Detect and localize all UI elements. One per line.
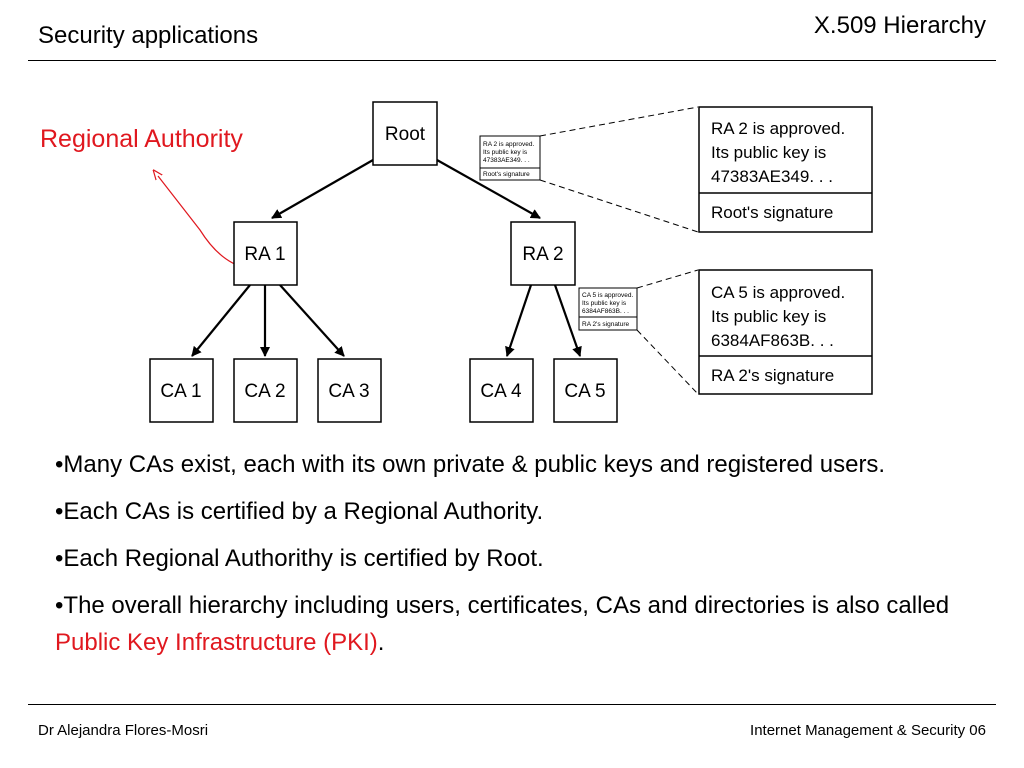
svg-text:RA 2's signature: RA 2's signature	[711, 366, 834, 385]
svg-text:6384AF863B. . .: 6384AF863B. . .	[711, 331, 834, 350]
edge-ra2-ca5	[553, 284, 582, 357]
svg-text:RA 2: RA 2	[522, 244, 563, 265]
svg-text:RA 2 is approved.: RA 2 is approved.	[711, 119, 845, 138]
certificate-ca5: CA 5 is approved. Its public key is 6384…	[698, 269, 873, 395]
bullet-list: •Many CAs exist, each with its own priva…	[55, 446, 965, 671]
svg-text:Root: Root	[385, 124, 426, 145]
bullet-item: •Each Regional Authorithy is certified b…	[55, 540, 965, 577]
node-ca2: CA 2	[233, 358, 298, 423]
edge-ra2-ca4	[505, 284, 533, 357]
svg-text:Root's signature: Root's signature	[483, 171, 530, 178]
svg-text:RA 2's signature: RA 2's signature	[582, 321, 630, 328]
node-ra2: RA 2	[510, 221, 576, 286]
node-ca5: CA 5	[553, 358, 618, 423]
svg-text:Its public key is: Its public key is	[711, 307, 826, 326]
node-ra1: RA 1	[233, 221, 298, 286]
certificate-ra2: RA 2 is approved. Its public key is 4738…	[698, 106, 873, 233]
footer-author: Dr Alejandra Flores-Mosri	[38, 722, 209, 739]
svg-text:CA 1: CA 1	[160, 381, 201, 402]
svg-text:Root's signature: Root's signature	[711, 203, 833, 222]
svg-text:RA 1: RA 1	[244, 244, 285, 265]
svg-text:47383AE349. . .: 47383AE349. . .	[483, 157, 530, 164]
bullet-item: •Each CAs is certified by a Regional Aut…	[55, 493, 965, 530]
footer-divider	[28, 704, 996, 705]
svg-text:6384AF863B. . .: 6384AF863B. . .	[582, 308, 629, 315]
node-ca3: CA 3	[317, 358, 382, 423]
bullet-tail: .	[377, 629, 385, 656]
svg-text:CA 3: CA 3	[328, 381, 369, 402]
bullet-text: •Many CAs exist, each with its own priva…	[55, 451, 886, 478]
footer-course: Internet Management & Security 06	[750, 722, 986, 739]
bullet-text: •Each Regional Authorithy is certified b…	[55, 545, 544, 572]
node-ca1: CA 1	[149, 358, 214, 423]
bullet-item: •Many CAs exist, each with its own priva…	[55, 446, 965, 483]
x509-hierarchy-diagram: Root RA 1 RA 2 CA 1 CA 2 CA 3 CA 4 CA 5 …	[149, 101, 873, 423]
svg-text:CA 5 is approved.: CA 5 is approved.	[582, 292, 634, 299]
svg-text:CA 5: CA 5	[564, 381, 605, 402]
svg-text:CA 4: CA 4	[480, 381, 522, 402]
svg-text:Its public key is: Its public key is	[483, 149, 528, 156]
edge-root-ra2	[436, 159, 541, 219]
edge-ra1-ca1	[191, 284, 251, 357]
regional-authority-annotation: Regional Authority	[40, 125, 243, 153]
slide-title: X.509 Hierarchy	[813, 12, 986, 39]
annotation-pointer-arrow	[158, 176, 247, 269]
mini-certificate-ra2: RA 2 is approved. Its public key is 4738…	[479, 135, 541, 181]
node-ca4: CA 4	[469, 358, 534, 423]
pki-highlight: Public Key Infrastructure (PKI)	[55, 629, 378, 656]
edge-root-ra1	[271, 159, 374, 219]
certificate-zoom-lines	[539, 106, 699, 395]
bullet-item: •The overall hierarchy including users, …	[55, 587, 965, 661]
svg-text:RA 2 is approved.: RA 2 is approved.	[483, 141, 535, 148]
svg-text:CA 5 is approved.: CA 5 is approved.	[711, 283, 845, 302]
hierarchy-edges	[191, 159, 582, 357]
header-divider	[28, 60, 996, 61]
mini-certificate-ca5: CA 5 is approved. Its public key is 6384…	[578, 287, 638, 331]
bullet-text: •Each CAs is certified by a Regional Aut…	[55, 498, 544, 525]
edge-ra1-ca3	[279, 284, 345, 357]
section-title: Security applications	[38, 22, 259, 49]
svg-text:Its public key is: Its public key is	[582, 300, 627, 307]
svg-text:47383AE349. . .: 47383AE349. . .	[711, 167, 833, 186]
svg-text:Its public key is: Its public key is	[711, 143, 826, 162]
svg-text:CA 2: CA 2	[244, 381, 285, 402]
bullet-text: •The overall hierarchy including users, …	[55, 592, 950, 619]
node-root: Root	[372, 101, 438, 166]
